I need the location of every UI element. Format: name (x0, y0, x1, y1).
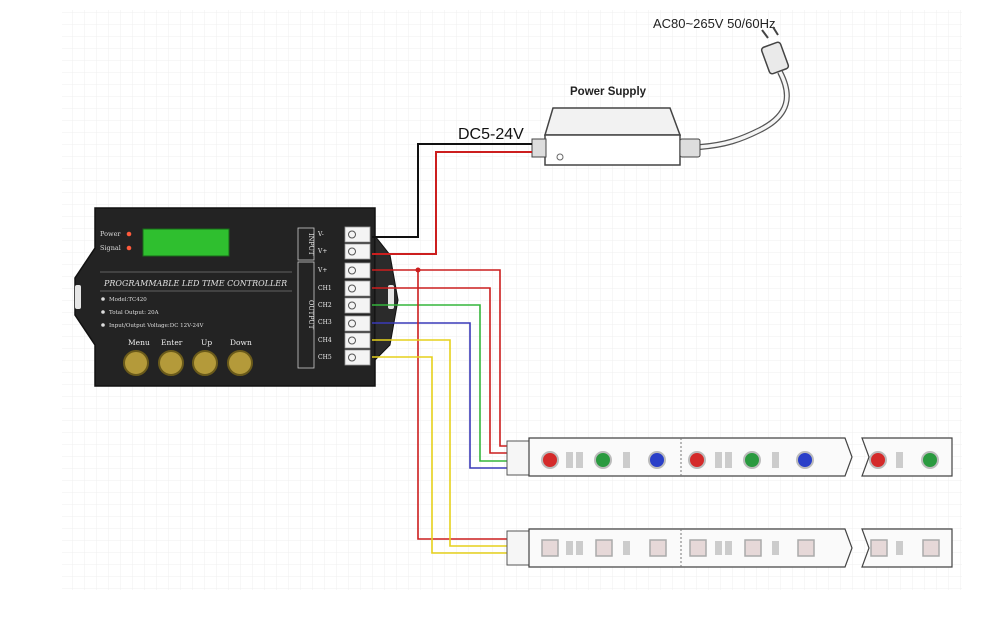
terminal-label-v-plus-in: V+ (317, 248, 327, 255)
mains-plug-icon (699, 26, 790, 150)
enter-button-label: Enter (161, 338, 183, 347)
output-group-label: OUTPUT (307, 300, 315, 330)
menu-button-label: Menu (128, 338, 150, 347)
rgb-led-strip (506, 437, 953, 477)
power-led-icon (126, 231, 132, 237)
wire-v-plus-strip2 (417, 270, 515, 540)
power-supply: Power Supply (531, 86, 701, 166)
blue-led-icon (796, 451, 814, 469)
wire-ch2 (372, 304, 515, 462)
wire-ch3 (372, 322, 515, 469)
terminal-label-ch1: CH1 (318, 285, 332, 292)
down-button[interactable] (227, 350, 253, 376)
terminal-label-ch4: CH4 (318, 337, 332, 344)
blue-led-icon (648, 451, 666, 469)
single-color-led-strip (506, 528, 953, 568)
power-supply-label: Power Supply (570, 86, 647, 98)
green-led-icon (743, 451, 761, 469)
terminal-label-ch3: CH3 (318, 319, 332, 326)
wire-ch1 (372, 287, 515, 454)
input-group-label: INPUT (307, 233, 315, 256)
wire-ch4 (372, 339, 515, 547)
spec-model: Model:TC420 (109, 297, 147, 303)
controller-title: PROGRAMMABLE LED TIME CONTROLLER (103, 279, 287, 288)
green-led-icon (594, 451, 612, 469)
terminal-block: INPUT OUTPUT V- V+ V+ CH1 CH2 CH3 CH4 CH… (297, 226, 371, 369)
wire-ch5 (372, 356, 515, 554)
up-button-label: Up (201, 338, 212, 347)
green-led-icon (921, 451, 939, 469)
terminal-label-ch2: CH2 (318, 302, 332, 309)
wire-negative (372, 143, 532, 238)
up-button[interactable] (192, 350, 218, 376)
dc-output-label: DC5-24V (458, 126, 524, 143)
wire-positive (372, 151, 532, 255)
mains-voltage-label: AC80~265V 50/60Hz (653, 16, 776, 31)
lcd-display (142, 228, 230, 257)
signal-led-icon (126, 245, 132, 251)
terminal-label-v-minus: V- (317, 231, 324, 238)
terminal-label-v-plus-out: V+ (317, 267, 327, 274)
red-led-icon (869, 451, 887, 469)
spec-voltage: Input/Output Voltage:DC 12V-24V (109, 323, 204, 329)
spec-total-output: Total Output: 20A (109, 310, 160, 316)
down-button-label: Down (230, 338, 252, 347)
power-indicator-label: Power (100, 230, 121, 238)
terminal-label-ch5: CH5 (318, 354, 332, 361)
controller-buttons: Menu Enter Up Down (123, 338, 253, 376)
red-led-icon (688, 451, 706, 469)
menu-button[interactable] (123, 350, 149, 376)
enter-button[interactable] (158, 350, 184, 376)
red-led-icon (541, 451, 559, 469)
signal-indicator-label: Signal (100, 244, 121, 252)
